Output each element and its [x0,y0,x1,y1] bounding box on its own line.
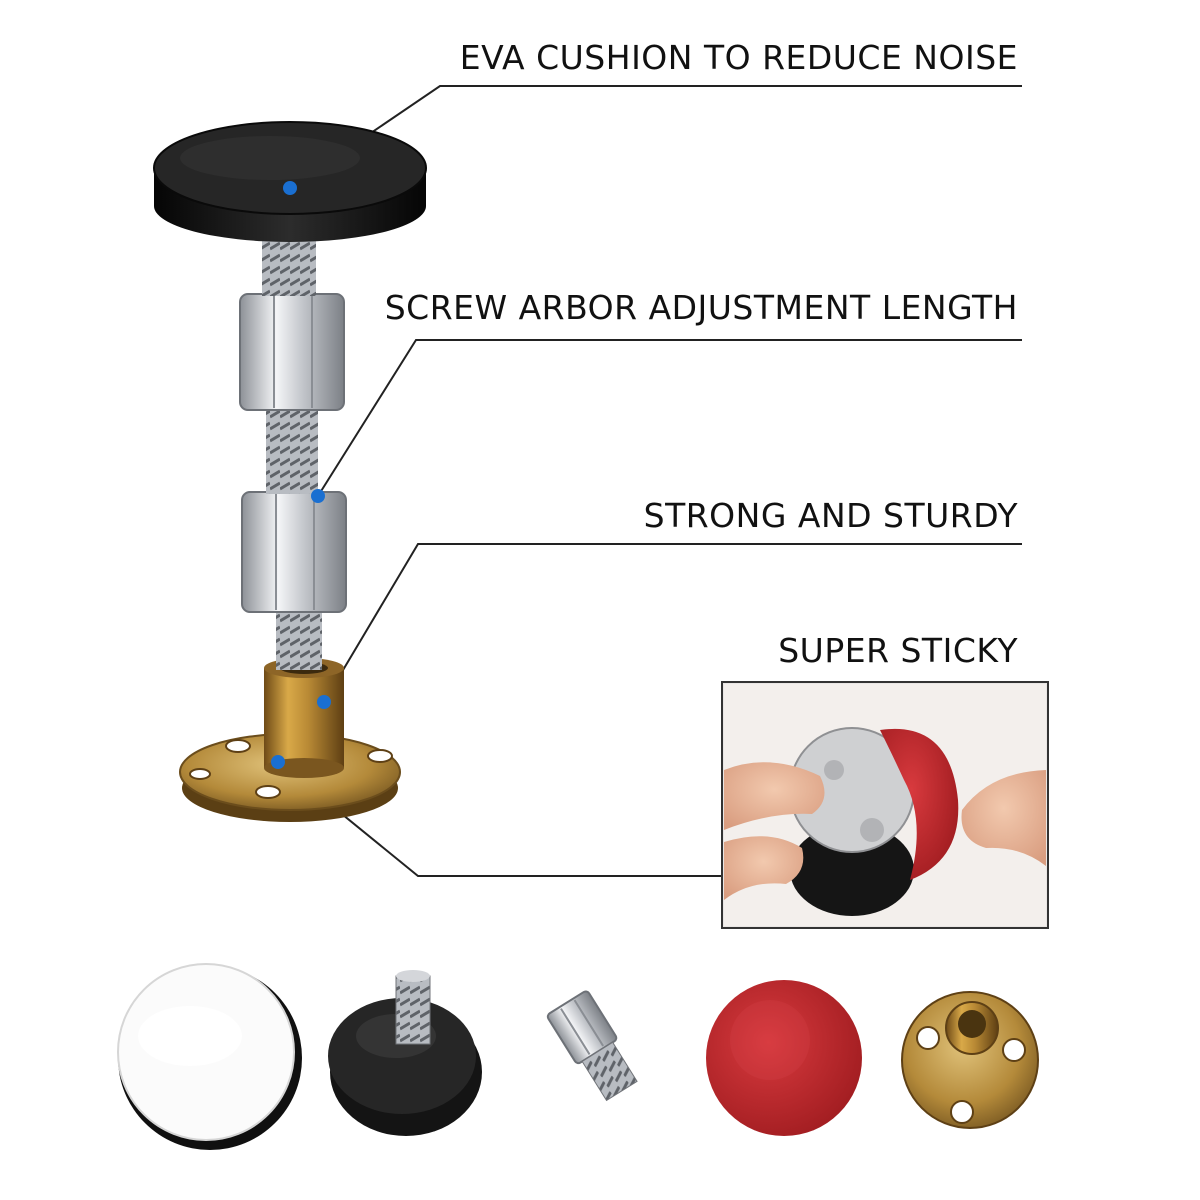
middle-thread [266,406,318,494]
finger-left [724,762,825,830]
super-sticky-inset [721,681,1049,929]
parts-row [117,963,1039,1150]
label-super-sticky: SUPER STICKY [778,631,1018,670]
callout-dot-base [271,755,285,769]
brass-sleeve [264,658,344,778]
hex-nut-stud-icon [546,990,638,1102]
callout-dots [271,181,331,769]
threaded-base-plate-icon [901,991,1039,1129]
lower-thread [276,608,322,670]
thumb-right [961,770,1046,866]
upper-hex-nut [239,293,345,411]
label-eva-cushion: EVA CUSHION TO REDUCE NOISE [459,38,1018,77]
white-foam-pad-icon [117,963,302,1150]
lower-hex-nut [241,491,347,613]
callout-dot-cushion [283,181,297,195]
leader-line-strong [323,543,1022,703]
finger-left-lower [724,836,804,900]
red-peel-film [880,728,959,880]
black-cushion-bolt-icon [328,970,482,1136]
label-screw-arbor: SCREW ARBOR ADJUSTMENT LENGTH [384,288,1018,327]
label-strong-sturdy: STRONG AND STURDY [643,496,1018,535]
callout-dot-sleeve [317,695,331,709]
leader-line-screw [317,339,1022,497]
eva-cushion [153,121,427,242]
red-adhesive-pad-icon [706,980,862,1136]
leveler-assembly [153,121,427,822]
callout-dot-screw [311,489,325,503]
